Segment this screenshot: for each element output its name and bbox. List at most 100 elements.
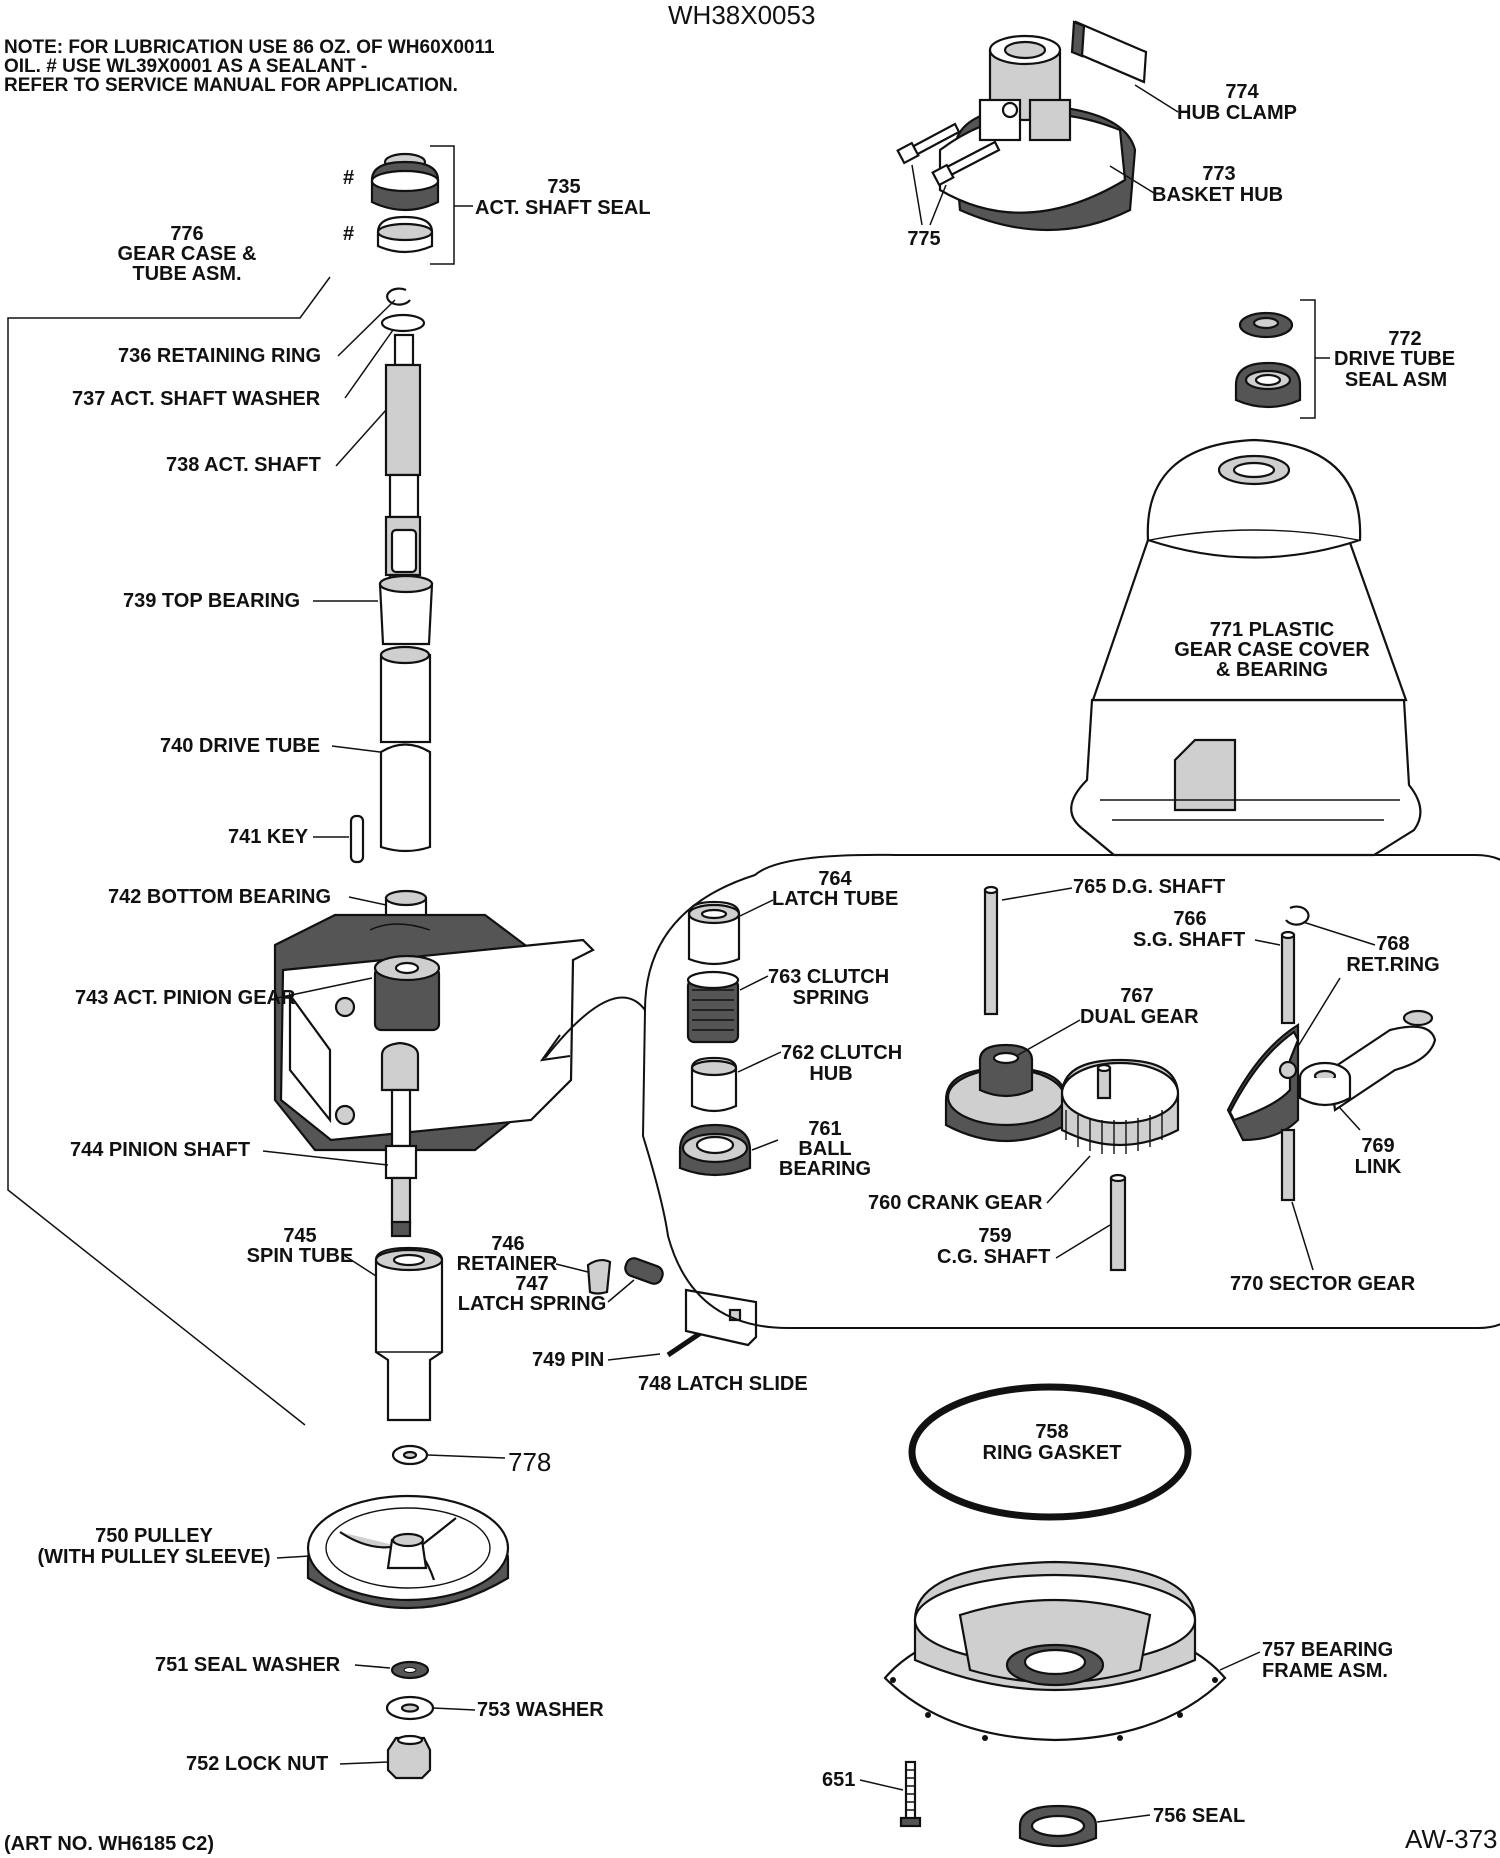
ret-ring-part [1285, 905, 1310, 926]
label-776-line2: TUBE ASM. [132, 263, 241, 285]
label-764-name: LATCH TUBE [772, 888, 898, 910]
label-760: 760 CRANK GEAR [868, 1192, 1043, 1214]
label-752: 752 LOCK NUT [186, 1753, 328, 1775]
label-767-name: DUAL GEAR [1080, 1006, 1199, 1028]
label-759-number: 759 [978, 1225, 1011, 1247]
label-746-number: 746 [491, 1233, 524, 1255]
label-736: 736 RETAINING RING [118, 345, 321, 367]
label-772-line2: SEAL ASM [1345, 369, 1447, 391]
act-pinion-gear-part [373, 954, 441, 1032]
gear-case-housing-part [273, 913, 595, 1152]
label-768-number: 768 [1376, 933, 1409, 955]
model-number: WH38X0053 [668, 0, 815, 30]
label-771-line3: & BEARING [1216, 659, 1328, 681]
gear-case-cover-part [1070, 438, 1422, 857]
act-shaft-part [384, 333, 422, 585]
label-761-number: 761 [808, 1118, 841, 1140]
label-762-line2: HUB [809, 1063, 852, 1085]
label-747-number: 747 [515, 1273, 548, 1295]
label-753: 753 WASHER [477, 1699, 604, 1721]
label-773-number: 773 [1202, 163, 1235, 185]
label-747-name: LATCH SPRING [458, 1293, 607, 1315]
label-757-line1: 757 BEARING [1262, 1639, 1393, 1661]
sg-shaft-part [1280, 930, 1296, 1025]
label-735-number: 735 [547, 176, 580, 198]
dg-shaft-part [983, 885, 999, 1016]
label-761-line2: BEARING [779, 1158, 871, 1180]
label-744: 744 PINION SHAFT [70, 1139, 250, 1161]
label-762-line1: 762 CLUTCH [781, 1042, 902, 1064]
hub-clamp-part [1070, 20, 1148, 84]
dual-gear-part [944, 1043, 1068, 1143]
label-748: 748 LATCH SLIDE [638, 1373, 808, 1395]
gear-case-outline [7, 276, 331, 1426]
label-768-name: RET.RING [1346, 954, 1439, 976]
latch-spring-part [624, 1257, 664, 1285]
label-766-number: 766 [1173, 908, 1206, 930]
crank-gear-part [1060, 1058, 1180, 1154]
label-737: 737 ACT. SHAFT WASHER [72, 388, 321, 410]
lock-nut-part [386, 1736, 432, 1780]
label-776-number: 776 [170, 223, 203, 245]
label-739: 739 TOP BEARING [123, 590, 300, 612]
art-number: (ART NO. WH6185 C2) [4, 1833, 214, 1855]
label-742: 742 BOTTOM BEARING [108, 886, 331, 908]
note-line-1: NOTE: FOR LUBRICATION USE 86 OZ. OF WH60… [4, 37, 495, 58]
label-771-line2: GEAR CASE COVER [1174, 639, 1370, 661]
label-758-number: 758 [1035, 1421, 1068, 1443]
sealant-mark-1: # [343, 167, 354, 189]
label-773-name: BASKET HUB [1152, 184, 1283, 206]
label-770: 770 SECTOR GEAR [1230, 1273, 1416, 1295]
label-751: 751 SEAL WASHER [155, 1654, 341, 1676]
sealant-mark-2: # [343, 223, 354, 245]
retainer-part [586, 1258, 612, 1295]
drive-tube-seal-bracket [1300, 299, 1316, 419]
shaft-key-part [390, 528, 418, 574]
label-758-name: RING GASKET [983, 1442, 1122, 1464]
pinion-shaft-part [380, 1041, 420, 1238]
drive-tube-seal-part [1234, 311, 1302, 409]
label-778: 778 [508, 1447, 551, 1477]
label-771-line1: 771 PLASTIC [1210, 619, 1334, 641]
act-shaft-seal-bracket [430, 145, 455, 265]
label-772-number: 772 [1388, 328, 1421, 350]
latch-slide-part [684, 1288, 758, 1347]
label-769-name: LINK [1355, 1156, 1402, 1178]
gearbox-detail-callout [641, 853, 1500, 1329]
label-746-name: RETAINER [457, 1253, 558, 1275]
bearing-frame-part [883, 1560, 1227, 1742]
sector-gear-part [1226, 1023, 1300, 1202]
callout-arrow [544, 996, 646, 1059]
latch-tube-part [687, 900, 741, 966]
label-749: 749 PIN [532, 1349, 604, 1371]
label-735-name: ACT. SHAFT SEAL [475, 197, 651, 219]
act-shaft-seal-part [370, 152, 440, 254]
label-774-name: HUB CLAMP [1177, 102, 1297, 124]
note-line-3: REFER TO SERVICE MANUAL FOR APPLICATION. [4, 75, 458, 96]
seal-756-part [1018, 1804, 1098, 1848]
label-776-line1: GEAR CASE & [118, 243, 257, 265]
basket-hub-part [938, 34, 1137, 232]
label-757-line2: FRAME ASM. [1262, 1660, 1388, 1682]
label-765: 765 D.G. SHAFT [1073, 876, 1225, 898]
key-part [349, 814, 365, 864]
ball-bearing-part [678, 1123, 752, 1177]
label-766-name: S.G. SHAFT [1133, 929, 1245, 951]
label-763-line1: 763 CLUTCH [768, 966, 889, 988]
drive-tube-part [379, 645, 432, 853]
label-651: 651 [822, 1769, 855, 1791]
label-741: 741 KEY [228, 826, 309, 848]
hub-bolts-part [896, 122, 1001, 187]
label-761-line1: BALL [798, 1138, 851, 1160]
ring-gasket-part [908, 1383, 1192, 1521]
cg-shaft-part [1109, 1173, 1127, 1272]
act-shaft-washer-part [380, 313, 426, 333]
clutch-spring-part [686, 970, 740, 1044]
label-756: 756 SEAL [1153, 1805, 1245, 1827]
label-750-line2: (WITH PULLEY SLEEVE) [38, 1546, 271, 1568]
pulley-part [306, 1494, 510, 1609]
top-bearing-part [378, 574, 434, 646]
drawing-code: AW-373 [1405, 1824, 1498, 1854]
label-769-number: 769 [1361, 1135, 1394, 1157]
